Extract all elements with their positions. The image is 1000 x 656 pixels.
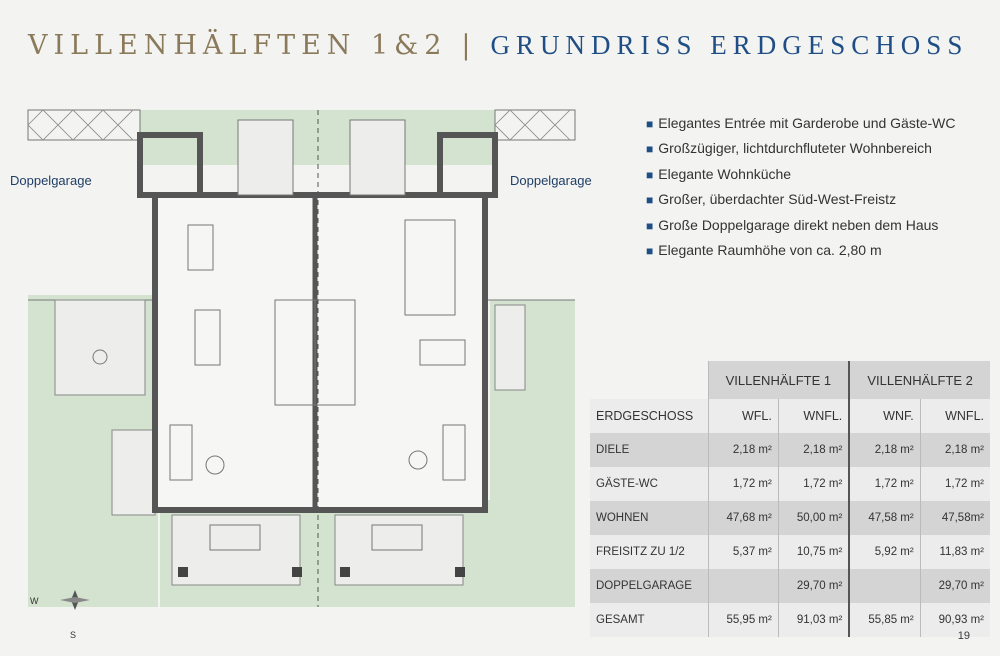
bullet-icon: ■ — [646, 243, 654, 258]
feature-item: ■Elegante Wohnküche — [646, 165, 792, 182]
bullet-icon: ■ — [646, 218, 654, 233]
table-header-villa1: VILLENHÄLFTE 1 — [707, 361, 850, 399]
table-header-villa2: VILLENHÄLFTE 2 — [848, 361, 990, 399]
bullet-icon: ■ — [646, 167, 654, 182]
bullet-icon: ■ — [646, 193, 654, 208]
table-subheader: WNF. — [848, 399, 921, 433]
feature-item: ■Großzügiger, lichtdurchfluteter Wohnber… — [646, 140, 932, 157]
feature-list: ■Elegantes Entrée mit Garderobe und Gäst… — [646, 115, 956, 267]
floor-plan — [27, 109, 576, 607]
title-right: GRUNDRISS ERDGESCHOSS — [490, 30, 969, 60]
garage-label-left: Doppelgarage — [10, 173, 92, 188]
bullet-icon: ■ — [646, 117, 654, 131]
feature-item: ■Elegante Raumhöhe von ca. 2,80 m — [646, 241, 882, 258]
title-left: VILLENHÄLFTEN 1&2 — [28, 30, 448, 61]
compass-s: S — [70, 630, 76, 640]
area-table: VILLENHÄLFTE 1 VILLENHÄLFTE 2 ERDGESCHOS… — [590, 361, 990, 637]
compass-w: W — [30, 596, 39, 606]
feature-item: ■Große Doppelgarage direkt neben dem Hau… — [646, 216, 939, 233]
compass-icon: W S — [30, 590, 90, 640]
bullet-icon: ■ — [646, 142, 654, 157]
page-number: 19 — [957, 630, 970, 642]
table-subheader: WNFL. — [777, 399, 850, 433]
page-title: VILLENHÄLFTEN 1&2 | GRUNDRISS ERDGESCHOSS — [28, 30, 968, 61]
table-subheader: ERDGESCHOSS — [590, 399, 708, 433]
title-separator: | — [461, 30, 477, 61]
feature-item: ■Großer, überdachter Süd-West-Freistz — [646, 191, 897, 208]
feature-item: ■Elegantes Entrée mit Garderobe und Gäst… — [646, 115, 956, 131]
garage-label-right: Doppelgarage — [510, 173, 592, 188]
table-header-empty — [590, 361, 708, 399]
table-subheader: WFL. — [707, 399, 779, 433]
table-subheader: WNFL. — [919, 399, 990, 433]
